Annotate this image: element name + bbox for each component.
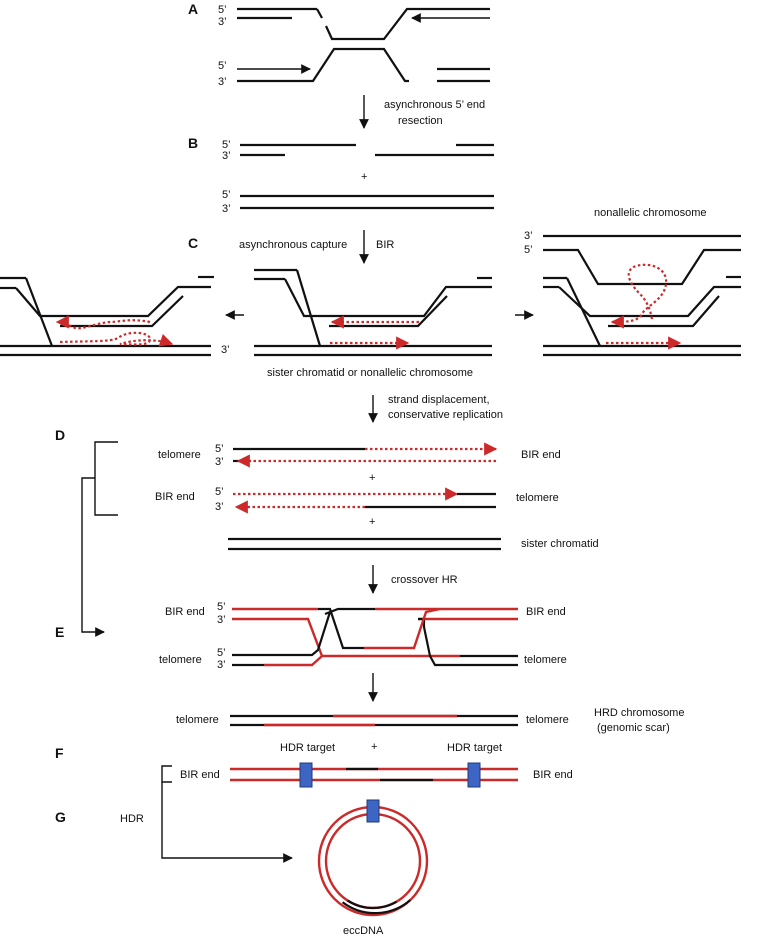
- svg-text:BIR end: BIR end: [180, 769, 220, 781]
- svg-text:3’: 3’: [215, 456, 224, 468]
- svg-text:3’: 3’: [222, 203, 231, 215]
- step-bir: BIR: [376, 239, 394, 251]
- panel-c-right-nonallelic: 3’ 5’: [524, 230, 741, 357]
- step-crossover-hr: crossover HR: [391, 574, 458, 586]
- svg-text:3’: 3’: [217, 659, 226, 671]
- svg-text:+: +: [371, 741, 377, 753]
- panel-c-left-3prime: 3’: [221, 344, 230, 356]
- svg-text:5’: 5’: [215, 486, 224, 498]
- hrd-chromosome: telomere telomere HRD chromosome (genomi…: [176, 707, 684, 734]
- svg-text:BIR end: BIR end: [155, 491, 195, 503]
- svg-text:BIR end: BIR end: [521, 449, 561, 461]
- step-resection-line2: resection: [398, 115, 443, 127]
- hdr-target-marker-right: [467, 762, 481, 788]
- panel-b-resected-ends: 5’ 3’ + 5’ 3’: [222, 139, 494, 215]
- section-label-g: G: [55, 809, 66, 825]
- step-strand-displacement-line2: conservative replication: [388, 409, 503, 421]
- svg-text:3’: 3’: [215, 501, 224, 513]
- svg-text:telomere: telomere: [526, 714, 569, 726]
- svg-text:sister chromatid: sister chromatid: [521, 538, 599, 550]
- section-label-c: C: [188, 235, 198, 251]
- svg-text:+: +: [369, 472, 375, 484]
- svg-text:+: +: [369, 516, 375, 528]
- panel-c-middle-bir: [254, 268, 492, 357]
- label-sister-or-nonallelic: sister chromatid or nonallelic chromosom…: [267, 367, 473, 379]
- section-label-a: A: [188, 1, 198, 17]
- hdr-target-marker-circle: [366, 799, 380, 823]
- svg-text:3’: 3’: [218, 76, 227, 88]
- svg-text:telomere: telomere: [524, 654, 567, 666]
- label-hdr: HDR: [120, 813, 144, 825]
- svg-text:5’: 5’: [218, 4, 227, 16]
- svg-text:BIR end: BIR end: [526, 606, 566, 618]
- bracket-d-to-e: [81, 441, 118, 637]
- svg-text:telomere: telomere: [516, 492, 559, 504]
- hdr-target-marker-left: [299, 762, 313, 788]
- svg-text:5’: 5’: [218, 60, 227, 72]
- svg-text:5’: 5’: [215, 443, 224, 455]
- section-label-e: E: [55, 624, 64, 640]
- svg-text:5’: 5’: [222, 189, 231, 201]
- panel-d-conservative-replication: telomere 5’ 3’ BIR end + BIR end 5’ 3’ t…: [155, 442, 599, 551]
- svg-text:BIR end: BIR end: [533, 769, 573, 781]
- svg-text:5’: 5’: [217, 601, 226, 613]
- svg-text:5’: 5’: [524, 244, 533, 256]
- label-hrd-chromosome: HRD chromosome: [594, 707, 684, 719]
- label-genomic-scar: (genomic scar): [597, 722, 670, 734]
- panel-c-left-template-switch: 3’: [0, 275, 230, 357]
- panel-g-eccdna: HDR eccDNA: [120, 782, 429, 937]
- svg-text:HDR target: HDR target: [447, 742, 502, 754]
- svg-text:3’: 3’: [218, 16, 227, 28]
- panel-e-crossover: BIR end 5’ 3’ BIR end telomere 5’ 3’ tel…: [159, 601, 567, 671]
- panel-f-bir-end-chromosome: HDR target + HDR target BIR end BIR end: [161, 741, 573, 788]
- section-label-b: B: [188, 135, 198, 151]
- section-label-f: F: [55, 745, 64, 761]
- svg-text:HDR target: HDR target: [280, 742, 335, 754]
- step-strand-displacement-line1: strand displacement,: [388, 394, 490, 406]
- label-nonallelic-chromosome: nonallelic chromosome: [594, 207, 707, 219]
- step-async-capture: asynchronous capture: [239, 239, 347, 251]
- svg-text:5’: 5’: [222, 139, 231, 151]
- section-label-d: D: [55, 427, 65, 443]
- svg-text:telomere: telomere: [176, 714, 219, 726]
- svg-text:3’: 3’: [222, 150, 231, 162]
- step-resection-line1: asynchronous 5’ end: [384, 99, 485, 111]
- svg-text:telomere: telomere: [158, 449, 201, 461]
- svg-text:3’: 3’: [524, 230, 533, 242]
- svg-text:3’: 3’: [217, 614, 226, 626]
- svg-text:telomere: telomere: [159, 654, 202, 666]
- svg-text:BIR end: BIR end: [165, 606, 205, 618]
- panel-a-dsb: 5’ 3’ 5’ 3’: [218, 4, 490, 88]
- svg-text:5’: 5’: [217, 647, 226, 659]
- svg-text:+: +: [361, 171, 367, 183]
- label-eccdna: eccDNA: [343, 925, 384, 937]
